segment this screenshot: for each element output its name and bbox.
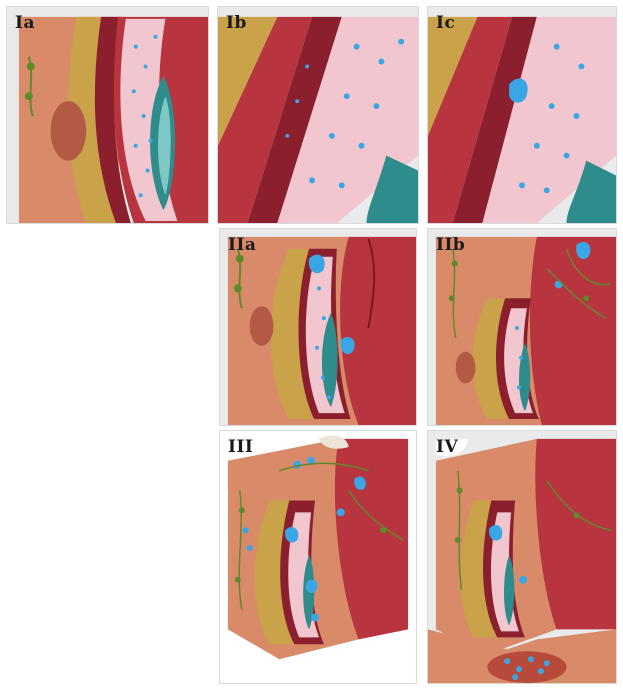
panel-ia: Ia [6, 6, 209, 224]
empty-region [6, 226, 206, 686]
panel-iia: IIa [219, 228, 417, 426]
panel-label-iv: IV [436, 437, 458, 457]
panel-iib-illustration [428, 229, 616, 425]
panel-label-iib: IIb [436, 235, 465, 255]
panel-label-ia: Ia [15, 13, 35, 33]
panel-ib: Ib [217, 6, 419, 224]
panel-label-iia: IIa [228, 235, 256, 255]
panel-ib-illustration [218, 7, 418, 223]
panel-iv-illustration [428, 431, 616, 683]
panel-label-ib: Ib [226, 13, 247, 33]
panel-iia-illustration [220, 229, 416, 425]
panel-iii: III [219, 430, 417, 684]
panel-iib: IIb [427, 228, 617, 426]
panel-iii-illustration [220, 431, 416, 683]
panel-ia-illustration [7, 7, 208, 223]
panel-label-iii: III [228, 437, 253, 457]
panel-ic-illustration [428, 7, 616, 223]
panel-ic: Ic [427, 6, 617, 224]
panel-iv: IV [427, 430, 617, 684]
panel-label-ic: Ic [436, 13, 455, 33]
